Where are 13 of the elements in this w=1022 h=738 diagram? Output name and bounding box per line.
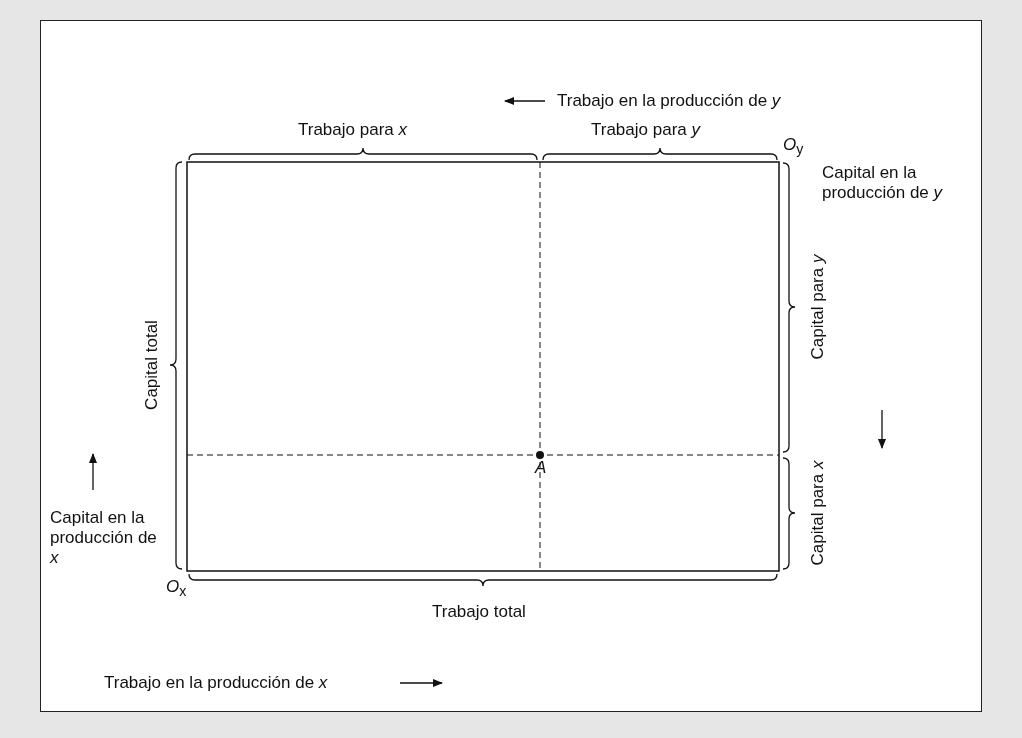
- axis-label: Capital en la producción de x: [50, 508, 158, 568]
- brace-label: Capital total: [142, 320, 162, 410]
- brace-label: Trabajo para x: [298, 120, 407, 140]
- axis-label: Capital en la producción de y: [822, 163, 944, 203]
- brace-label: Capital para x: [808, 460, 828, 566]
- brace-label: Trabajo para y: [591, 120, 700, 140]
- origin-label: O$_{x}$: [166, 577, 187, 602]
- brace-label: Trabajo total: [432, 602, 526, 622]
- origin-label: O$_{y}$: [783, 135, 804, 160]
- axis-label: Trabajo en la producción de y: [557, 91, 781, 111]
- point-label: A: [535, 458, 547, 478]
- brace-label: Capital para y: [808, 254, 828, 360]
- axis-label: Trabajo en la producción de x: [104, 673, 328, 693]
